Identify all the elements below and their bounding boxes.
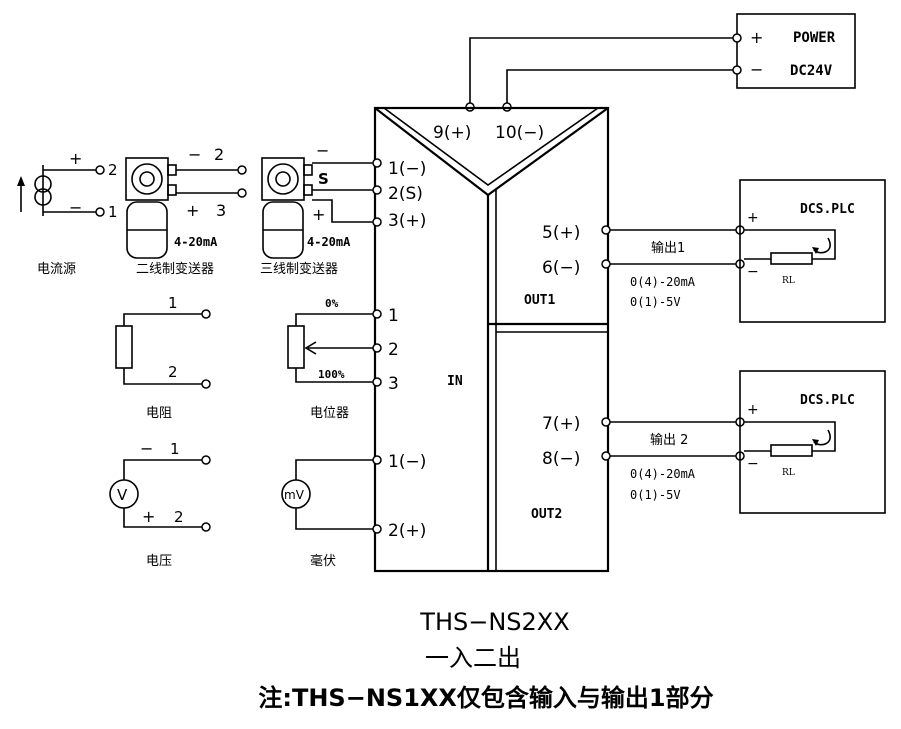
input-pin2-label: 2(S) — [388, 184, 423, 204]
svg-text:−: − — [747, 264, 759, 280]
svg-text:+: + — [747, 402, 759, 418]
svg-text:+: + — [69, 149, 82, 168]
svg-text:DCS.PLC: DCS.PLC — [800, 393, 855, 408]
svg-text:−: − — [747, 456, 759, 472]
svg-text:1: 1 — [388, 306, 399, 326]
in-label: IN — [447, 374, 463, 389]
pin-9-label: 9(+) — [433, 123, 471, 143]
resistor-label: 电阻 — [146, 406, 172, 421]
voltage-label: 电压 — [146, 554, 172, 569]
svg-text:S: S — [318, 170, 329, 188]
svg-text:1: 1 — [170, 440, 180, 458]
svg-text:RL: RL — [782, 468, 795, 478]
voltage-source: V − 1 + 2 电压 — [109, 439, 211, 569]
current-source-label: 电流源 — [37, 262, 76, 277]
potentiometer: 0% 100% 1 2 3 电位器 — [287, 297, 399, 421]
three-wire-label: 三线制变送器 — [260, 261, 338, 277]
svg-text:2: 2 — [388, 340, 399, 360]
millivolt-label: 毫伏 — [310, 553, 336, 569]
input-pin3-label: 3(+) — [388, 211, 426, 231]
model-subtitle: 一入二出 — [425, 644, 521, 672]
power-voltage: DC24V — [790, 63, 833, 79]
two-wire-transmitter: − 2 + 3 4-20mA 二线制变送器 — [125, 145, 247, 277]
svg-text:+: + — [142, 507, 155, 526]
pin-5-label: 5(+) — [542, 223, 580, 243]
svg-text:2: 2 — [214, 145, 224, 164]
power-title: POWER — [793, 30, 836, 46]
svg-text:RL: RL — [782, 276, 795, 286]
output-2: DCS.PLC + − RL 输出 2 0(4)-20mA 0(1)-5V — [601, 370, 886, 514]
svg-text:1: 1 — [168, 294, 178, 312]
pin-7-label: 7(+) — [542, 414, 580, 434]
potentiometer-label: 电位器 — [310, 406, 349, 421]
pin-10-label: 10(−) — [495, 123, 544, 143]
svg-text:1: 1 — [108, 203, 118, 221]
svg-text:3: 3 — [388, 374, 399, 394]
svg-text:+: + — [747, 210, 759, 226]
model-note: 注:THS−NS1XX仅包含输入与输出1部分 — [258, 684, 713, 712]
svg-text:0%: 0% — [325, 297, 339, 310]
millivolt-source: mV 1(−) 2(+) 毫伏 — [281, 452, 426, 569]
resistor: 1 2 电阻 — [115, 294, 211, 421]
svg-text:+: + — [312, 205, 325, 224]
output-2-label: 输出 2 — [650, 432, 688, 448]
output-1: DCS.PLC + − RL 输出1 0(4)-20mA 0(1)-5V — [601, 179, 886, 323]
svg-text:mV: mV — [284, 488, 305, 502]
svg-text:0(4)-20mA: 0(4)-20mA — [630, 275, 696, 289]
pin-6-label: 6(−) — [542, 258, 580, 278]
svg-text:−: − — [316, 141, 329, 160]
svg-text:−: − — [69, 198, 82, 217]
svg-text:2: 2 — [168, 363, 178, 381]
power-supply: POWER DC24V + − — [736, 13, 856, 89]
svg-text:−: − — [188, 145, 201, 164]
input-pin1-label: 1(−) — [388, 159, 426, 179]
module-body: 9(+) 10(−) IN OUT1 OUT2 5(+) 6(−) 7(+) 8… — [373, 106, 610, 573]
svg-text:0(1)-5V: 0(1)-5V — [630, 488, 681, 502]
model-title: THS−NS2XX — [419, 608, 569, 636]
svg-text:4-20mA: 4-20mA — [307, 235, 351, 249]
power-plus: + — [750, 28, 763, 47]
svg-text:1(−): 1(−) — [388, 452, 426, 472]
three-wire-transmitter: − S + 4-20mA 三线制变送器 — [260, 141, 382, 277]
svg-text:2: 2 — [108, 161, 118, 179]
current-source: + − 2 1 电流源 — [17, 149, 118, 277]
pin-8-label: 8(−) — [542, 449, 580, 469]
svg-text:2(+): 2(+) — [388, 521, 426, 541]
svg-text:0(4)-20mA: 0(4)-20mA — [630, 467, 696, 481]
svg-text:2: 2 — [174, 508, 184, 526]
svg-text:100%: 100% — [318, 368, 345, 381]
svg-text:+: + — [186, 201, 199, 220]
svg-text:V: V — [117, 486, 128, 504]
output-1-label: 输出1 — [651, 240, 685, 256]
svg-text:4-20mA: 4-20mA — [174, 235, 218, 249]
svg-text:−: − — [140, 439, 153, 458]
out1-label: OUT1 — [524, 293, 555, 308]
two-wire-label: 二线制变送器 — [136, 261, 214, 277]
power-minus: − — [750, 60, 763, 79]
svg-text:3: 3 — [216, 201, 226, 220]
svg-text:DCS.PLC: DCS.PLC — [800, 202, 855, 217]
svg-text:0(1)-5V: 0(1)-5V — [630, 295, 681, 309]
out2-label: OUT2 — [531, 507, 562, 522]
